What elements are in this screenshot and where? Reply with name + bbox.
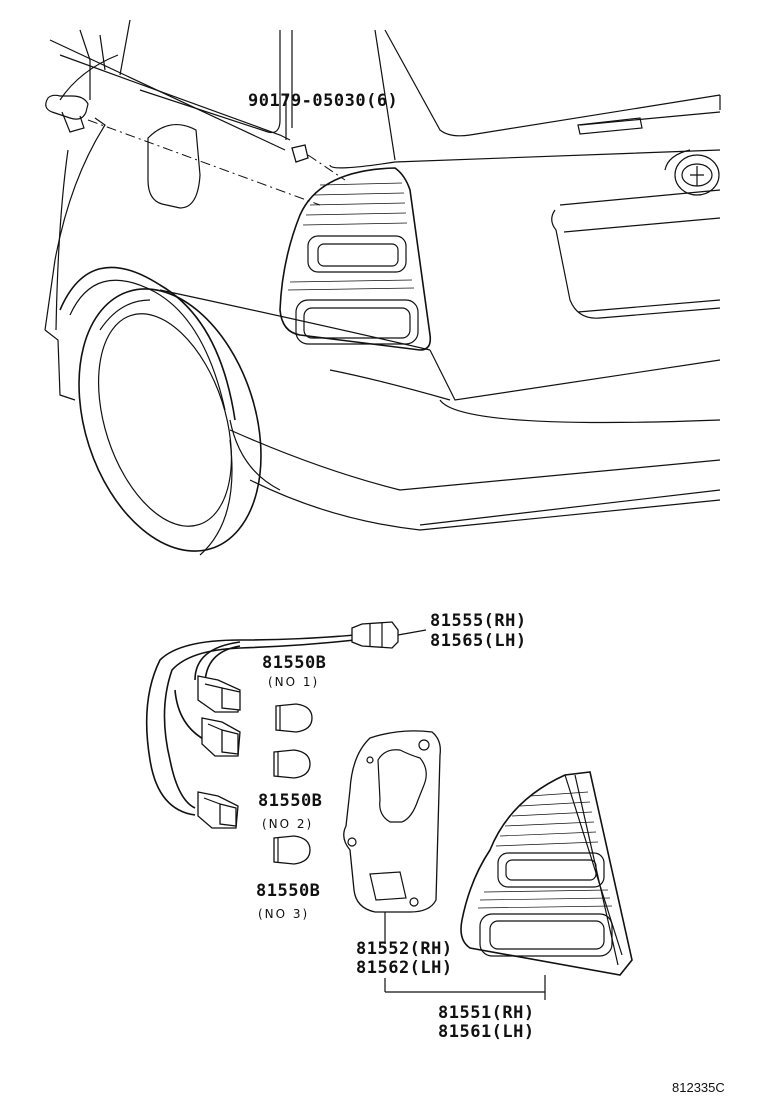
wire-harness (145, 621, 427, 816)
assembly-leader-bracket (384, 912, 546, 1000)
socket-no3 (197, 791, 239, 829)
figure-reference-code: 812335C (672, 1080, 725, 1095)
socket-no3-part-label: 81550B (256, 881, 320, 901)
socket-no1-part-label: 81550B (262, 653, 326, 673)
socket-no1-note: (NO 1) (268, 675, 319, 689)
wire-harness-lh-label: 81565(LH) (430, 631, 527, 651)
vehicle-body-illustration (44, 19, 721, 556)
bulb-no2 (273, 749, 311, 779)
gasket (343, 730, 441, 913)
wire-harness-rh-label: 81555(RH) (430, 611, 527, 631)
gasket-rh-label: 81552(RH) (356, 939, 453, 959)
socket-no2-part-label: 81550B (258, 791, 322, 811)
clip-part-number: 90179-05030(6) (248, 91, 398, 111)
socket-no2 (201, 717, 241, 757)
lamp-assembly-lh-label: 81561(LH) (438, 1022, 535, 1042)
tail-lamp-assembly (460, 771, 633, 976)
socket-no2-note: (NO 2) (262, 817, 313, 831)
bulb-no3 (273, 835, 311, 865)
clip-part (87, 95, 346, 206)
lamp-assembly-rh-label: 81551(RH) (438, 1003, 535, 1023)
socket-no1 (197, 675, 241, 713)
bulb-no1 (275, 703, 313, 733)
gasket-lh-label: 81562(LH) (356, 958, 453, 978)
socket-no3-note: (NO 3) (258, 907, 309, 921)
